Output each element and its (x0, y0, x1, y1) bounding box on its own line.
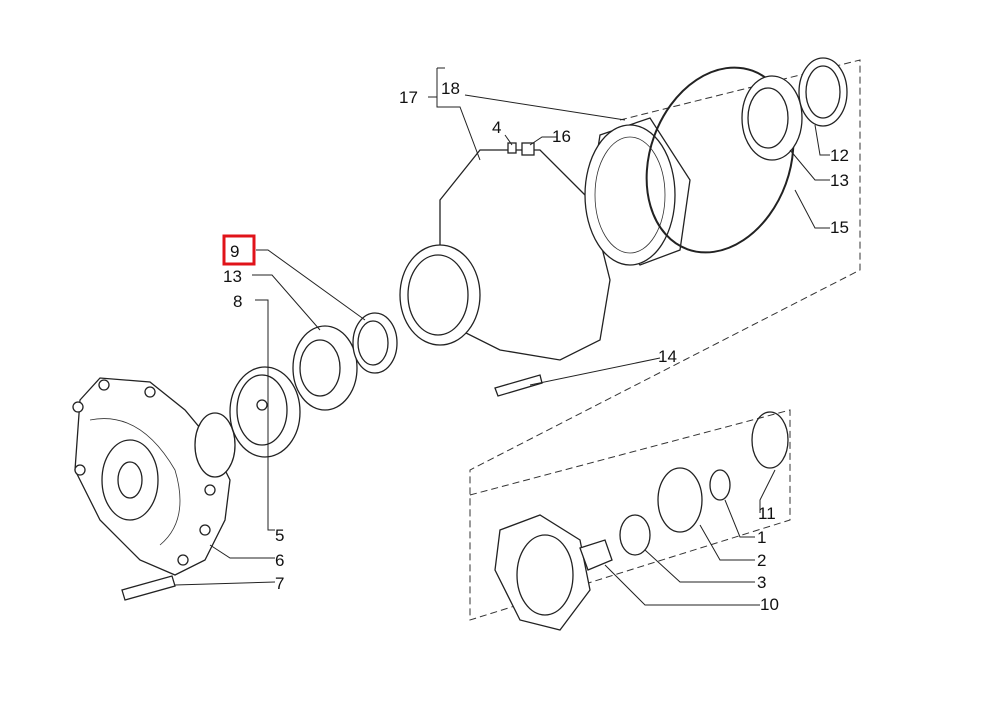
callout-16[interactable]: 16 (552, 127, 571, 146)
circlip-part-11 (751, 411, 789, 469)
callout-1[interactable]: 1 (757, 528, 766, 547)
assembly-boundary-upper (469, 59, 861, 520)
sun-gear-part-2 (657, 467, 703, 533)
callout-13-right[interactable]: 13 (830, 171, 849, 190)
callout-9[interactable]: 9 (230, 242, 239, 261)
snap-ring-part-1 (709, 469, 731, 501)
bearing-part-13-upper (741, 75, 803, 161)
callout-12[interactable]: 12 (830, 146, 849, 165)
bearing-part-13 (292, 325, 358, 411)
ring-part-9 (352, 312, 398, 374)
assembly-boundary-lower (469, 409, 791, 621)
planet-carrier-part-10 (494, 514, 613, 631)
callout-3[interactable]: 3 (757, 573, 766, 592)
callout-15[interactable]: 15 (830, 218, 849, 237)
highlight-box-9 (222, 234, 256, 266)
spacer-part-3 (619, 514, 651, 556)
callout-8[interactable]: 8 (233, 292, 242, 311)
callout-6[interactable]: 6 (275, 551, 284, 570)
hub-housing-part-17 (399, 149, 611, 361)
callout-10[interactable]: 10 (760, 595, 779, 614)
callout-11[interactable]: 11 (758, 504, 776, 523)
callout-7[interactable]: 7 (275, 574, 284, 593)
callout-5[interactable]: 5 (275, 526, 284, 545)
callout-4[interactable]: 4 (492, 118, 501, 137)
callout-18[interactable]: 18 (441, 79, 460, 98)
callout-14[interactable]: 14 (658, 347, 677, 366)
lock-nut-part-12 (798, 57, 848, 127)
bolt-part-14 (494, 374, 543, 397)
leader-lines (174, 67, 830, 606)
ring-gear-part-18 (584, 117, 691, 266)
fitting-part-16 (521, 142, 535, 156)
o-ring-part-15 (645, 66, 795, 254)
cover-part-8 (229, 366, 301, 458)
breather-part-4 (507, 142, 517, 154)
wheel-stud-part-7 (121, 575, 176, 601)
callout-13-left[interactable]: 13 (223, 267, 242, 286)
callout-2[interactable]: 2 (757, 551, 766, 570)
wheel-hub-part-6 (72, 377, 236, 576)
callout-17[interactable]: 17 (399, 88, 418, 107)
